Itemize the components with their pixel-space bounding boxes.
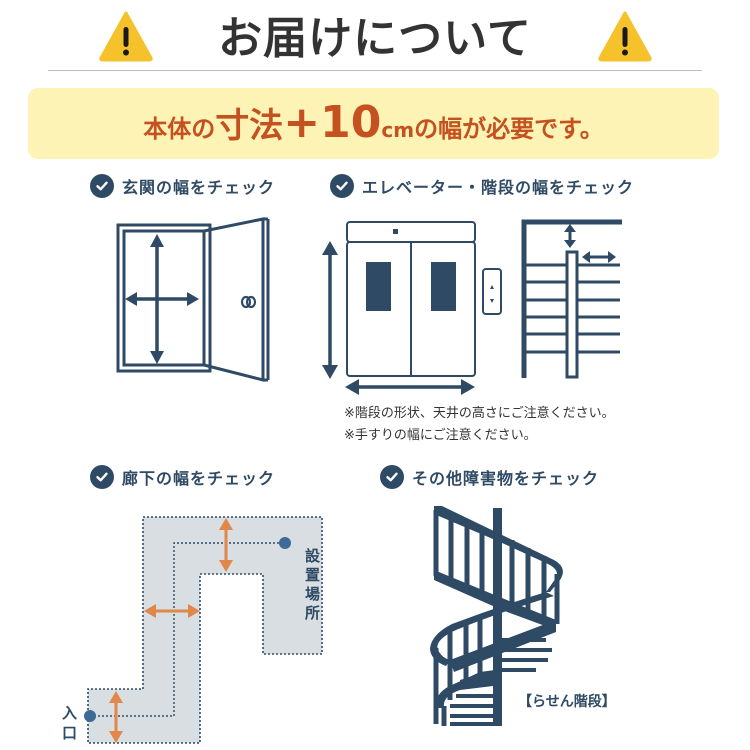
section-heading-elevator-stairs: エレベーター・階段の幅をチェック bbox=[330, 174, 634, 198]
check-circle-icon bbox=[90, 174, 114, 198]
note-handrail: ※手すりの幅にご注意ください。 bbox=[344, 428, 537, 443]
entrance-label: 入口 bbox=[62, 704, 78, 742]
spiral-staircase-label: 【らせん階段】 bbox=[518, 694, 616, 710]
section-heading-text: エレベーター・階段の幅をチェック bbox=[362, 178, 635, 197]
banner-text-part: の幅が必要です。 bbox=[414, 115, 604, 143]
section-heading-text: 玄関の幅をチェック bbox=[122, 178, 276, 197]
banner-text-size: 寸法 bbox=[215, 106, 284, 146]
page-title: お届けについて bbox=[218, 13, 532, 64]
check-circle-icon bbox=[380, 465, 404, 489]
requirement-banner: 本体の寸法+10cmの幅が必要です。 bbox=[28, 88, 719, 159]
banner-text-plus10: +10 bbox=[283, 97, 382, 148]
section-heading-obstacles: その他障害物をチェック bbox=[380, 465, 599, 489]
banner-text-part: 本体の bbox=[143, 115, 216, 143]
check-circle-icon bbox=[330, 174, 354, 198]
banner-text-unit: cm bbox=[381, 118, 415, 142]
section-heading-text: その他障害物をチェック bbox=[412, 469, 600, 488]
title-divider bbox=[48, 70, 702, 71]
warning-triangle-icon bbox=[598, 11, 652, 62]
section-heading-corridor: 廊下の幅をチェック bbox=[90, 465, 275, 489]
destination-label: 設置場所 bbox=[303, 548, 321, 624]
elevator-illustration-icon bbox=[322, 221, 502, 395]
stairs-illustration-icon bbox=[521, 219, 622, 379]
requirement-text: 本体の寸法+10cmの幅が必要です。 bbox=[143, 97, 603, 158]
section-heading-entrance: 玄関の幅をチェック bbox=[90, 174, 275, 198]
section-heading-text: 廊下の幅をチェック bbox=[122, 469, 276, 488]
warning-triangle-icon bbox=[99, 11, 153, 62]
door-illustration-icon bbox=[116, 217, 270, 382]
check-circle-icon bbox=[90, 465, 114, 489]
spiral-staircase-icon bbox=[430, 506, 563, 726]
corridor-illustration-icon bbox=[84, 516, 323, 744]
note-stairs-ceiling: ※階段の形状、天井の高さにご注意ください。 bbox=[344, 406, 615, 421]
